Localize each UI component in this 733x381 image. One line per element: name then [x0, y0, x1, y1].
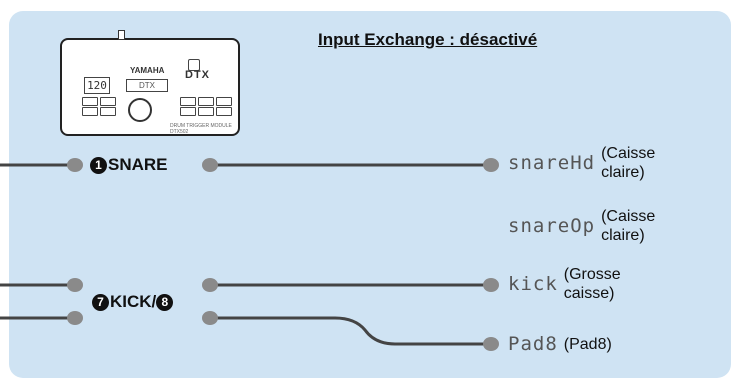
module-button: [216, 107, 232, 116]
snare-output-dot: [202, 158, 218, 172]
module-button: [100, 107, 116, 116]
voice-description-line: claire): [601, 227, 645, 244]
voice-description-line: claire): [601, 164, 645, 181]
voice-description-line: (Caisse: [601, 145, 656, 162]
drum-module-illustration: YAMAHA DTX 120 DTX DRUM TRIGGER MODULE D…: [60, 38, 240, 136]
module-button: [198, 97, 214, 106]
module-logo: DTX: [185, 69, 210, 81]
voice-description-line: (Caisse: [601, 208, 656, 225]
tempo-display: 120: [84, 77, 110, 94]
input-jack-icon: [118, 30, 125, 40]
voice-name: snareOp: [508, 215, 596, 237]
voice-item-kick: kick (Grosse caisse): [508, 265, 621, 303]
module-button: [216, 97, 232, 106]
module-button: [82, 107, 98, 116]
voice-description: (Caisse claire): [601, 207, 655, 245]
module-button: [198, 107, 214, 116]
voice-description: (Caisse claire): [601, 144, 655, 182]
jog-dial-icon: [128, 98, 152, 122]
voice-name: Pad8: [508, 333, 558, 355]
voice-description: (Pad8): [563, 335, 612, 353]
module-button: [180, 107, 196, 116]
module-button: [180, 97, 196, 106]
input-number-badge: 8: [156, 294, 174, 311]
kick-output-dot: [202, 278, 218, 292]
voice-item-snarehd: snareHd (Caisse claire): [508, 144, 655, 182]
pad8-voice-dot: [483, 337, 499, 351]
module-screen: DTX: [126, 79, 168, 92]
voice-description: (Grosse caisse): [564, 265, 621, 303]
pad8-input-dot: [67, 311, 83, 325]
module-model-label: DRUM TRIGGER MODULE DTX502: [170, 123, 232, 135]
voice-item-snareop: snareOp (Caisse claire): [508, 207, 655, 245]
input-name: KICK/: [110, 292, 157, 311]
snare-input-dot: [67, 158, 83, 172]
voice-name: snareHd: [508, 152, 596, 174]
module-button: [82, 97, 98, 106]
voice-description-line: caisse): [563, 285, 615, 302]
pad8-output-dot: [202, 311, 218, 325]
snare-voice-dot: [483, 158, 499, 172]
voice-item-pad8: Pad8 (Pad8): [508, 333, 612, 355]
module-button: [100, 97, 116, 106]
diagram-title: Input Exchange : désactivé: [318, 30, 538, 49]
power-button-icon: [188, 59, 200, 71]
input-number-badge: 1: [90, 157, 107, 174]
input-number-badge: 7: [92, 294, 109, 311]
pad8-connection-line: [209, 316, 492, 346]
kick-voice-dot: [483, 278, 499, 292]
voice-name: kick: [508, 273, 558, 295]
module-brand: YAMAHA: [130, 66, 165, 75]
voice-description-line: (Grosse: [563, 266, 621, 283]
kick-input-dot: [67, 278, 83, 292]
input-name: SNARE: [108, 155, 168, 174]
